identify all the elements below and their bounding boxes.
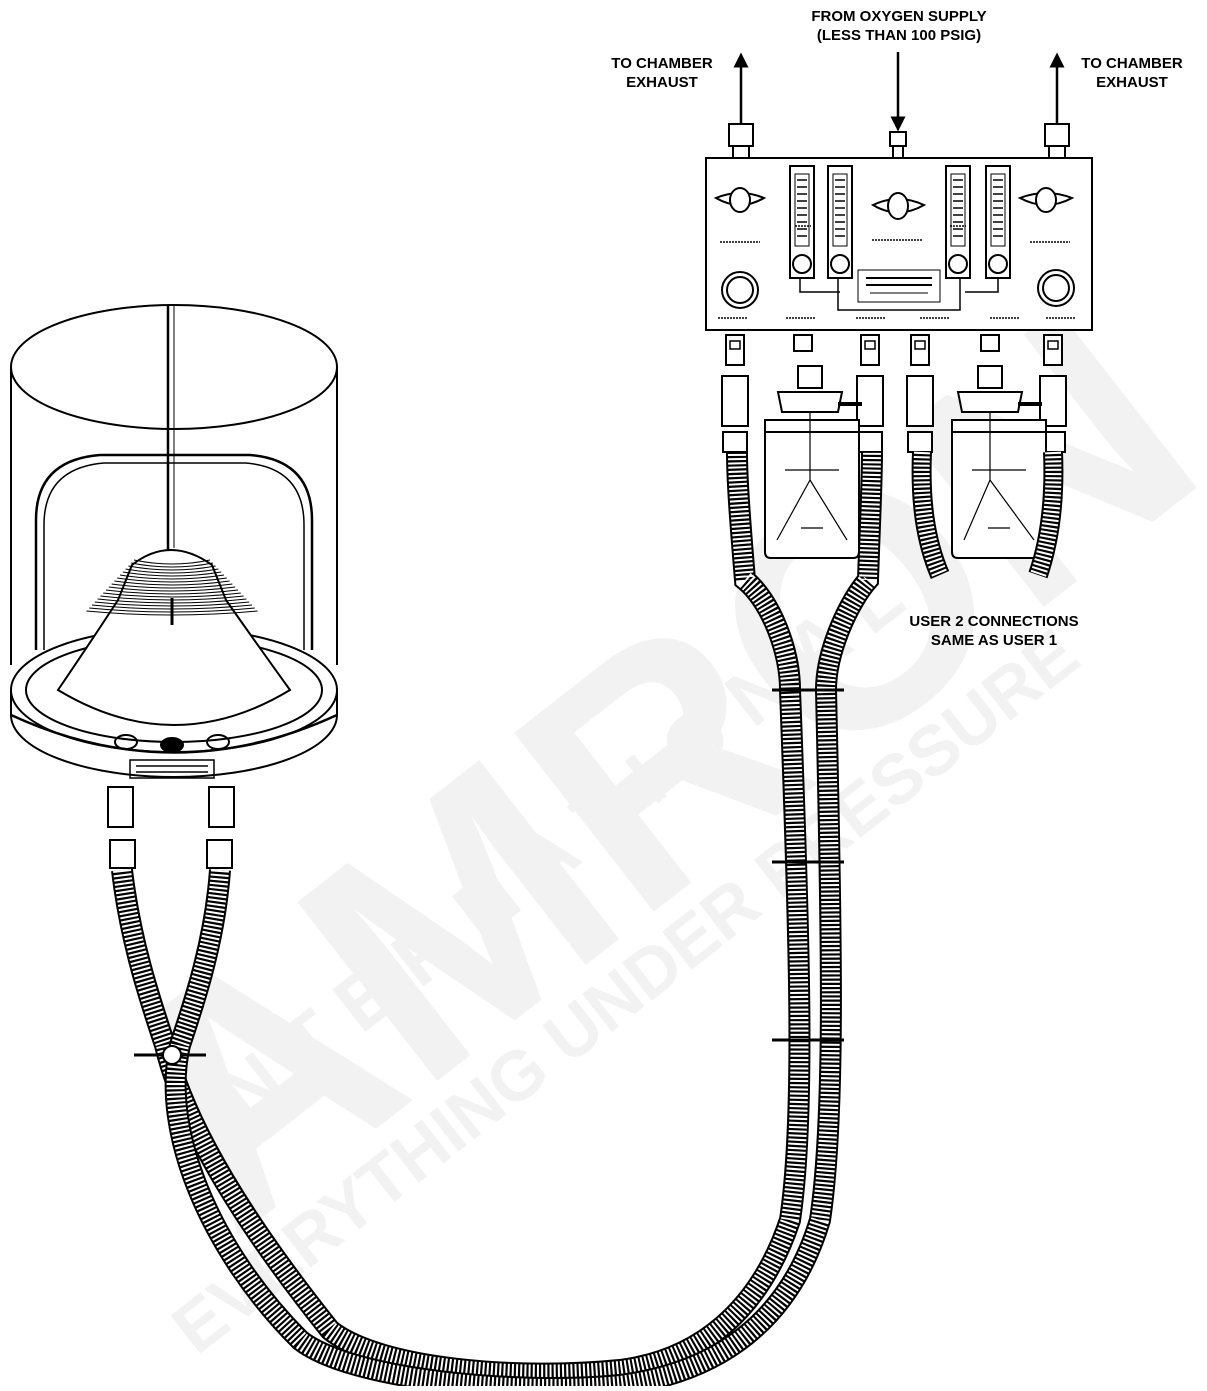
- exhaust-label-left-line1: TO CHAMBER: [611, 55, 713, 72]
- outlet-fitting-detail: [729, 340, 741, 350]
- cone-stripe: [119, 574, 225, 580]
- flowmeter-tube: [832, 173, 848, 247]
- cone-stripe: [128, 565, 216, 571]
- hose-user2-exhaust: [1028, 451, 1064, 579]
- outlet-fitting: [910, 334, 930, 366]
- hose-cuff: [857, 431, 883, 453]
- panel-bottom-fittings: [721, 334, 1067, 453]
- flowmeter-tube: [950, 173, 966, 247]
- cone-stripe: [114, 580, 230, 586]
- flowmeter-tube: [990, 173, 1006, 247]
- flowmeter-knob: [830, 254, 850, 274]
- hose-coupler: [856, 375, 884, 427]
- user2-note: USER 2 CONNECTIONS SAME AS USER 1: [880, 612, 1108, 650]
- oxygen-supply-line1: FROM OXYGEN SUPPLY: [811, 8, 987, 25]
- outlet-fitting: [860, 334, 880, 366]
- cone-stripe: [105, 589, 239, 595]
- cone-stripe: [117, 577, 227, 583]
- exhaust-label-left-line2: EXHAUST: [626, 74, 698, 91]
- user2-note-line2: SAME AS USER 1: [930, 632, 1058, 649]
- flowmeter-knob: [988, 254, 1008, 274]
- hose-coupler: [1039, 375, 1067, 427]
- treatment-panel: [705, 123, 1093, 331]
- cone-stripe: [122, 571, 222, 577]
- oxygen-supply-label: FROM OXYGEN SUPPLY (LESS THAN 100 PSIG): [770, 7, 1028, 45]
- outlet-fitting-detail: [1047, 340, 1059, 350]
- bottle-cap: [977, 365, 1003, 389]
- bottle-tube: [776, 412, 848, 541]
- exhaust-label-right-line2: EXHAUST: [1096, 74, 1168, 91]
- hose-exhaust-loop-ribs: [113, 451, 809, 1383]
- hose-coupler: [906, 375, 934, 427]
- outlet-fitting: [1043, 334, 1063, 366]
- panel-fine-print: [718, 225, 1076, 319]
- cone-stripe: [103, 592, 241, 598]
- bottle-lid: [776, 391, 844, 413]
- cone-stripe: [111, 583, 233, 589]
- bottle-inlet-fitting: [793, 334, 813, 352]
- oxygen-hood: [10, 304, 338, 779]
- exhaust-label-left: TO CHAMBER EXHAUST: [592, 54, 732, 92]
- hose-supply-loop-ribs: [166, 451, 881, 1391]
- user2-note-line1: USER 2 CONNECTIONS: [909, 613, 1079, 630]
- flowmeter-knob: [948, 254, 968, 274]
- corrugated-hoses: [111, 451, 1064, 1391]
- cone-stripe: [131, 562, 213, 568]
- flow-arrows: [733, 52, 1065, 132]
- humidifier-bottles: [764, 365, 1047, 559]
- outlet-fitting-detail: [864, 340, 876, 350]
- flowmeter-tube: [794, 173, 810, 247]
- bottle-cap: [797, 365, 823, 389]
- hose-cuff: [722, 431, 748, 453]
- hose-user2-supply: [911, 451, 950, 579]
- y-connector: [162, 1045, 182, 1065]
- cone-stripe: [125, 568, 219, 574]
- exhaust-label-right: TO CHAMBER EXHAUST: [1062, 54, 1202, 92]
- outlet-fitting: [725, 334, 745, 366]
- bottle-inlet-fitting: [980, 334, 1000, 352]
- bottle-lid: [956, 391, 1024, 413]
- oxygen-supply-line2: (LESS THAN 100 PSIG): [816, 27, 982, 44]
- bottle-tube: [963, 412, 1035, 541]
- cone-stripe: [108, 586, 236, 592]
- hose-coupler: [721, 375, 749, 427]
- exhaust-label-right-line1: TO CHAMBER: [1081, 55, 1183, 72]
- cone-stripe: [133, 559, 211, 565]
- outlet-fitting-detail: [914, 340, 926, 350]
- flowmeter-knob: [792, 254, 812, 274]
- hood-connectors: [107, 786, 235, 869]
- hose-cuff: [907, 431, 933, 453]
